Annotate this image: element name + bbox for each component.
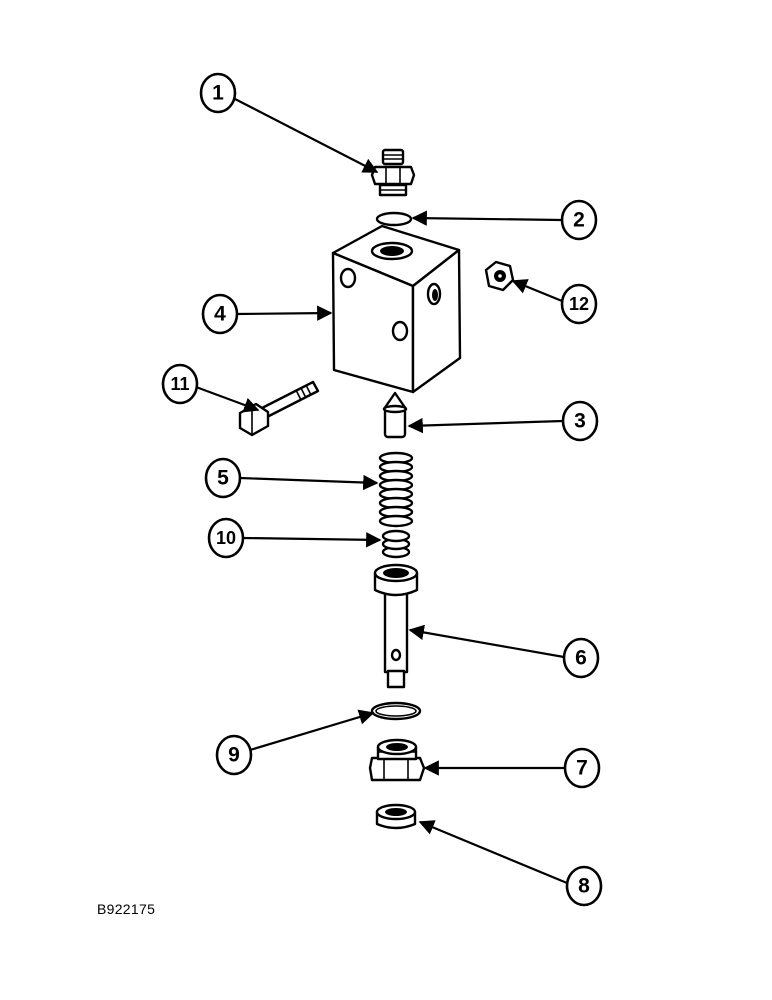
callout-7-label: 7 — [576, 757, 588, 780]
callout-12-label: 12 — [569, 294, 589, 314]
leader-lines — [195, 98, 568, 885]
callout-7: 7 — [563, 747, 601, 789]
callout-5: 5 — [204, 457, 242, 499]
callout-8: 8 — [565, 865, 603, 907]
part-2-o-ring — [375, 211, 413, 227]
callout-9-label: 9 — [228, 744, 240, 767]
callout-3: 3 — [561, 400, 599, 442]
callout-8-label: 8 — [578, 875, 590, 898]
callout-9: 9 — [215, 734, 253, 776]
part-9-o-ring-inner — [375, 705, 417, 717]
part-1-fitting — [370, 148, 416, 197]
callout-4-label: 4 — [214, 303, 226, 326]
part-3-poppet — [382, 391, 408, 439]
part-5-spring — [378, 451, 414, 528]
figure-id-label: B922175 — [97, 901, 156, 917]
callout-11: 11 — [161, 363, 199, 405]
part-11-bolt — [238, 380, 320, 437]
callout-1: 1 — [199, 72, 237, 114]
callout-11-label: 11 — [170, 374, 189, 394]
callout-2-label: 2 — [573, 209, 585, 232]
part-12-nut — [484, 260, 515, 292]
callout-1-label: 1 — [212, 82, 224, 105]
part-10-spacer — [381, 529, 411, 559]
callout-10-label: 10 — [216, 528, 236, 548]
part-6-spool — [373, 563, 419, 689]
callout-3-label: 3 — [574, 410, 586, 433]
part-4-valve-block — [331, 224, 462, 394]
callout-2: 2 — [560, 199, 598, 241]
callout-12: 12 — [560, 283, 598, 325]
part-7-plug — [368, 738, 426, 782]
part-8-seal — [375, 803, 417, 830]
callout-4: 4 — [201, 293, 239, 335]
callout-6-label: 6 — [575, 647, 587, 670]
callout-10: 10 — [207, 517, 245, 559]
callout-6: 6 — [562, 637, 600, 679]
callout-5-label: 5 — [217, 467, 229, 490]
